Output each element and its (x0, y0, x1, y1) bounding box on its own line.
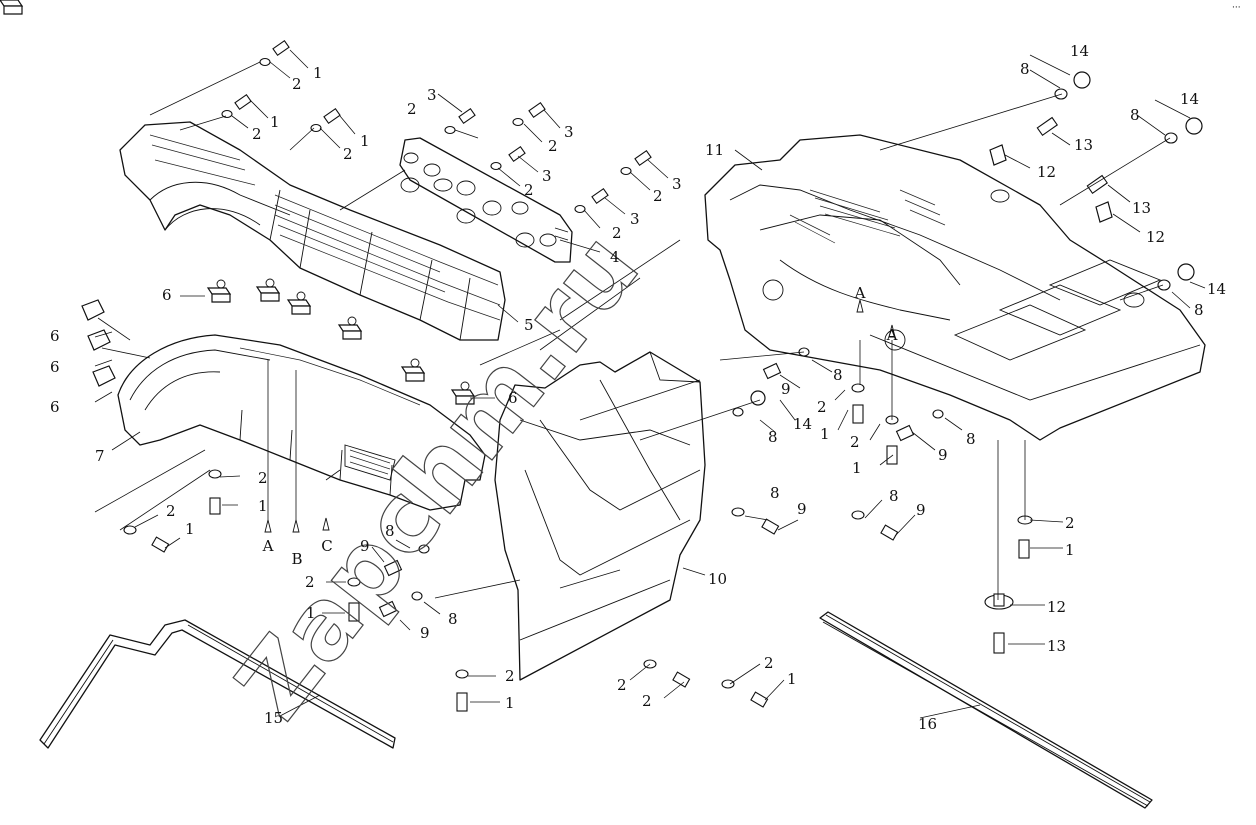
callout-2: 2 (524, 181, 534, 199)
section-mark-a-right-2: A (886, 326, 898, 344)
callout-1: 1 (820, 425, 830, 443)
tray-assembly-part-11 (704, 134, 1206, 441)
lower-fender-part-7 (117, 334, 486, 511)
callout-2: 2 (817, 398, 827, 416)
callout-9: 9 (420, 624, 430, 642)
mud-guard-part-10 (494, 351, 706, 681)
callout-11: 11 (705, 141, 724, 159)
callout-8: 8 (833, 366, 843, 384)
upper-fender-part-5 (119, 121, 506, 341)
callout-2: 2 (505, 667, 515, 685)
callout-2: 2 (258, 469, 268, 487)
callout-2: 2 (764, 654, 774, 672)
callout-6: 6 (50, 327, 60, 345)
callout-3: 3 (630, 210, 640, 228)
long-strip-part-16 (819, 611, 1153, 809)
callout-3: 3 (564, 123, 574, 141)
callout-9: 9 (938, 446, 948, 464)
callout-8: 8 (966, 430, 976, 448)
callout-14: 14 (1180, 90, 1199, 108)
callout-1: 1 (270, 113, 280, 131)
callout-2: 2 (612, 224, 622, 242)
callout-8: 8 (768, 428, 778, 446)
callout-2: 2 (617, 676, 627, 694)
callout-12: 12 (1146, 228, 1165, 246)
callout-1: 1 (313, 64, 323, 82)
callout-1: 1 (505, 694, 515, 712)
callout-3: 3 (427, 86, 437, 104)
mounting-plate-part-4 (399, 137, 573, 263)
fasteners (123, 39, 1203, 712)
callout-13: 13 (1074, 136, 1093, 154)
bracket-rail-part-15 (39, 619, 396, 749)
callout-2: 2 (653, 187, 663, 205)
callout-8: 8 (770, 484, 780, 502)
callout-2: 2 (292, 75, 302, 93)
callout-14: 14 (1070, 42, 1089, 60)
callout-8: 8 (889, 487, 899, 505)
callout-1: 1 (360, 132, 370, 150)
callout-2: 2 (343, 145, 353, 163)
callout-2: 2 (548, 137, 558, 155)
callout-13: 13 (1047, 637, 1066, 655)
callout-2: 2 (407, 100, 417, 118)
callout-8: 8 (448, 610, 458, 628)
callout-1: 1 (852, 459, 862, 477)
callout-1: 1 (185, 520, 195, 538)
callout-16: 16 (918, 715, 937, 733)
callout-12: 12 (1037, 163, 1056, 181)
callout-8: 8 (1194, 301, 1204, 319)
callout-13: 13 (1132, 199, 1151, 217)
callout-9: 9 (916, 501, 926, 519)
callout-2: 2 (252, 125, 262, 143)
callout-6: 6 (508, 389, 518, 407)
callout-10: 10 (708, 570, 727, 588)
section-mark-a-left: A (262, 537, 274, 555)
callout-6: 6 (162, 286, 172, 304)
callout-1: 1 (258, 497, 268, 515)
callout-9: 9 (781, 380, 791, 398)
callout-12: 12 (1047, 598, 1066, 616)
section-mark-c-left: C (321, 537, 332, 555)
callout-1: 1 (306, 604, 316, 622)
callout-4: 4 (610, 248, 620, 266)
clip-nuts (0, 0, 475, 405)
callout-5: 5 (524, 316, 534, 334)
section-marks: A B C A A (262, 284, 898, 568)
callout-15: 15 (264, 709, 283, 727)
callout-14: 14 (793, 415, 812, 433)
corner-mark: ··· (1232, 3, 1241, 13)
section-mark-b-left: B (291, 550, 302, 568)
callout-8: 8 (1130, 106, 1140, 124)
callout-2: 2 (850, 433, 860, 451)
callout-3: 3 (542, 167, 552, 185)
callout-2: 2 (1065, 514, 1075, 532)
callout-6: 6 (50, 358, 60, 376)
section-mark-a-right-1: A (854, 284, 866, 302)
callout-2: 2 (166, 502, 176, 520)
callout-2: 2 (642, 692, 652, 710)
callout-2: 2 (305, 573, 315, 591)
callout-3: 3 (672, 175, 682, 193)
callout-7: 7 (95, 447, 105, 465)
callout-9: 9 (797, 500, 807, 518)
callout-14: 14 (1207, 280, 1226, 298)
callouts: 1 2 1 2 1 2 3 2 3 2 3 2 3 2 3 2 4 5 6 6 … (50, 42, 1226, 733)
callout-8: 8 (385, 522, 395, 540)
callout-1: 1 (1065, 541, 1075, 559)
callout-1: 1 (787, 670, 797, 688)
callout-8: 8 (1020, 60, 1030, 78)
leader-lines (94, 49, 1206, 719)
callout-9: 9 (360, 537, 370, 555)
callout-6: 6 (50, 398, 60, 416)
